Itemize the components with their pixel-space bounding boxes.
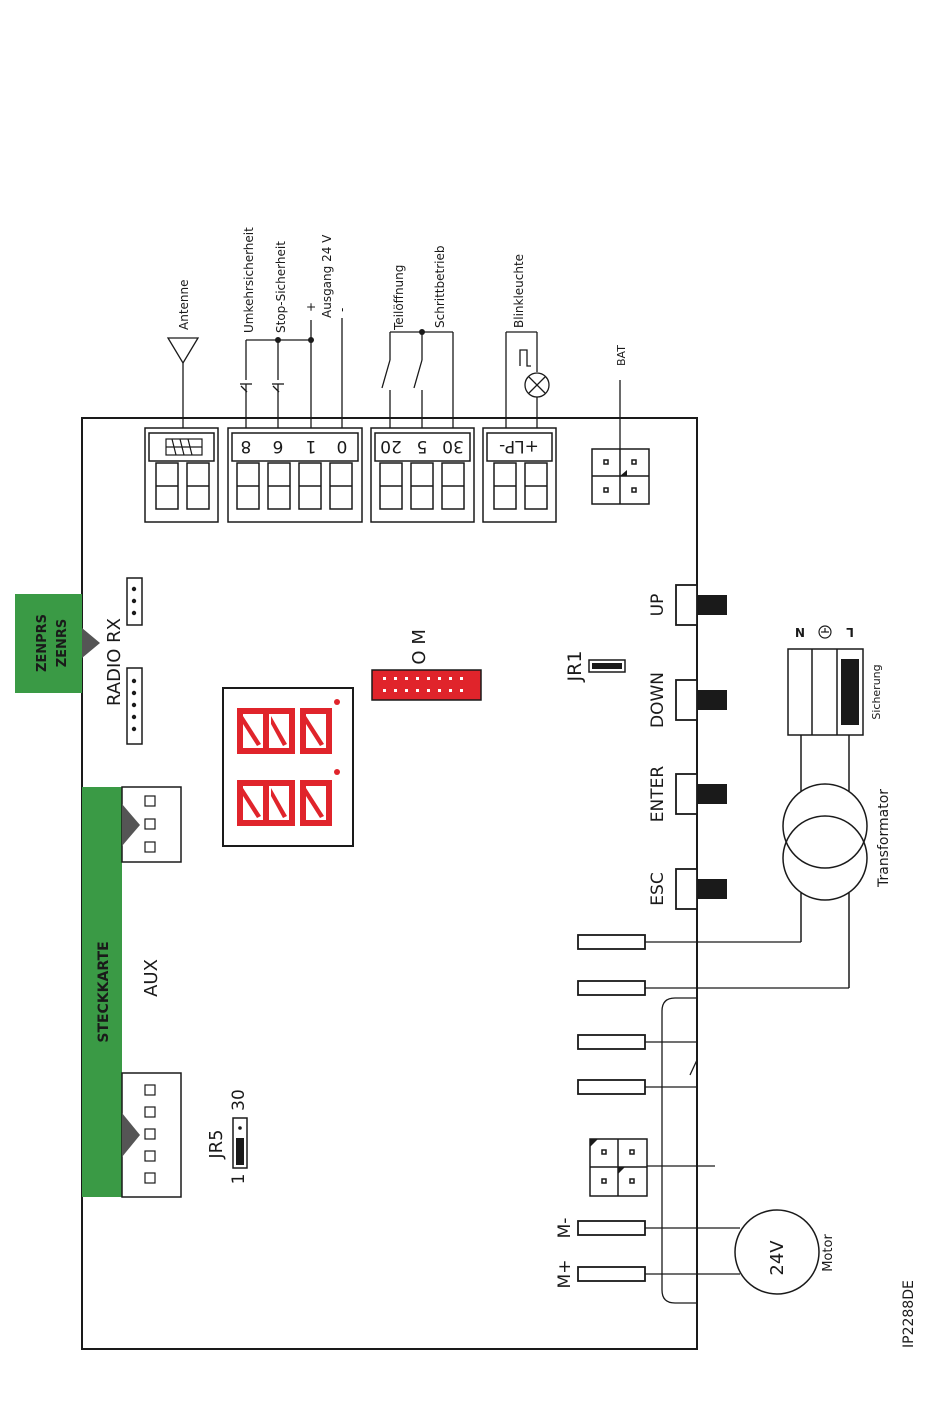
terminal-6: 6 xyxy=(273,436,284,456)
control-board xyxy=(82,418,697,1349)
esc-label: ESC xyxy=(648,872,668,905)
down-button[interactable] xyxy=(697,690,727,710)
jr5-jumper-cap xyxy=(236,1138,244,1165)
jr5-1-label: 1 xyxy=(229,1174,249,1185)
zenprs-arrow xyxy=(82,628,100,658)
bat-connector xyxy=(592,449,649,504)
jr5-30-label: 30 xyxy=(229,1089,249,1111)
ausgang-label: Ausgang 24 V xyxy=(320,234,334,318)
fuse-l-label: L xyxy=(846,625,854,639)
down-label: DOWN xyxy=(648,672,668,728)
aux-label: AUX xyxy=(141,959,162,997)
motor-label: Motor xyxy=(821,1234,836,1272)
buttons xyxy=(676,585,697,909)
fuse-n-label: N xyxy=(795,625,805,639)
terminal-5: 5 xyxy=(417,436,428,456)
fuse-element xyxy=(841,659,859,725)
terminal-1: 1 xyxy=(306,436,317,456)
sicherung-label: Sicherung xyxy=(870,664,883,719)
enter-label: ENTER xyxy=(648,766,668,823)
transformer-icon xyxy=(783,735,867,988)
stop-sicherheit-label: Stop-Sicherheit xyxy=(274,241,288,333)
teiloeffnung-label: Teilöffnung xyxy=(392,265,406,331)
antenna-terminal-block xyxy=(145,428,218,522)
button-caps xyxy=(697,595,727,899)
com-connector xyxy=(372,670,481,700)
esc-button[interactable] xyxy=(697,879,727,899)
schrittbetrieb-label: Schrittbetrieb xyxy=(433,246,447,328)
plus-label: + xyxy=(304,302,318,312)
transformator-label: Transformator xyxy=(876,789,892,888)
jr1-label: JR1 xyxy=(564,651,586,683)
bat-label: BAT xyxy=(615,345,628,366)
zenrs-label: ZENRS xyxy=(55,619,70,668)
terminal-20: 20 xyxy=(380,436,402,456)
steckkarte-label: STECKKARTE xyxy=(96,941,112,1042)
antenne-label: Antenne xyxy=(177,280,191,331)
jr5-label: JR5 xyxy=(206,1129,227,1159)
aux-upper-pins xyxy=(145,796,155,852)
motor-voltage: 24V xyxy=(767,1240,788,1276)
spade-connectors xyxy=(578,935,645,1281)
terminal-0: 0 xyxy=(337,436,348,456)
up-button[interactable] xyxy=(697,595,727,615)
terminal-30: 30 xyxy=(442,436,464,456)
zenprs-label: ZENPRS xyxy=(35,614,50,672)
junction-dots xyxy=(275,329,425,343)
enter-button[interactable] xyxy=(697,784,727,804)
blinkleuchte-label: Blinkleuchte xyxy=(512,254,526,328)
document-code: IP2288DE xyxy=(901,1280,917,1348)
jr1-jumper-cap xyxy=(592,663,622,669)
up-label: UP xyxy=(648,594,668,617)
minus-label: - xyxy=(335,308,349,312)
radio-rx-label: RADIO RX xyxy=(104,618,125,706)
mplus-label: M+ xyxy=(555,1260,575,1289)
terminal-lp: +LP- xyxy=(499,436,539,456)
terminal-8: 8 xyxy=(241,436,252,456)
umkehrsicherheit-label: Umkehrsicherheit xyxy=(242,227,256,333)
mminus-label: M- xyxy=(555,1218,575,1239)
